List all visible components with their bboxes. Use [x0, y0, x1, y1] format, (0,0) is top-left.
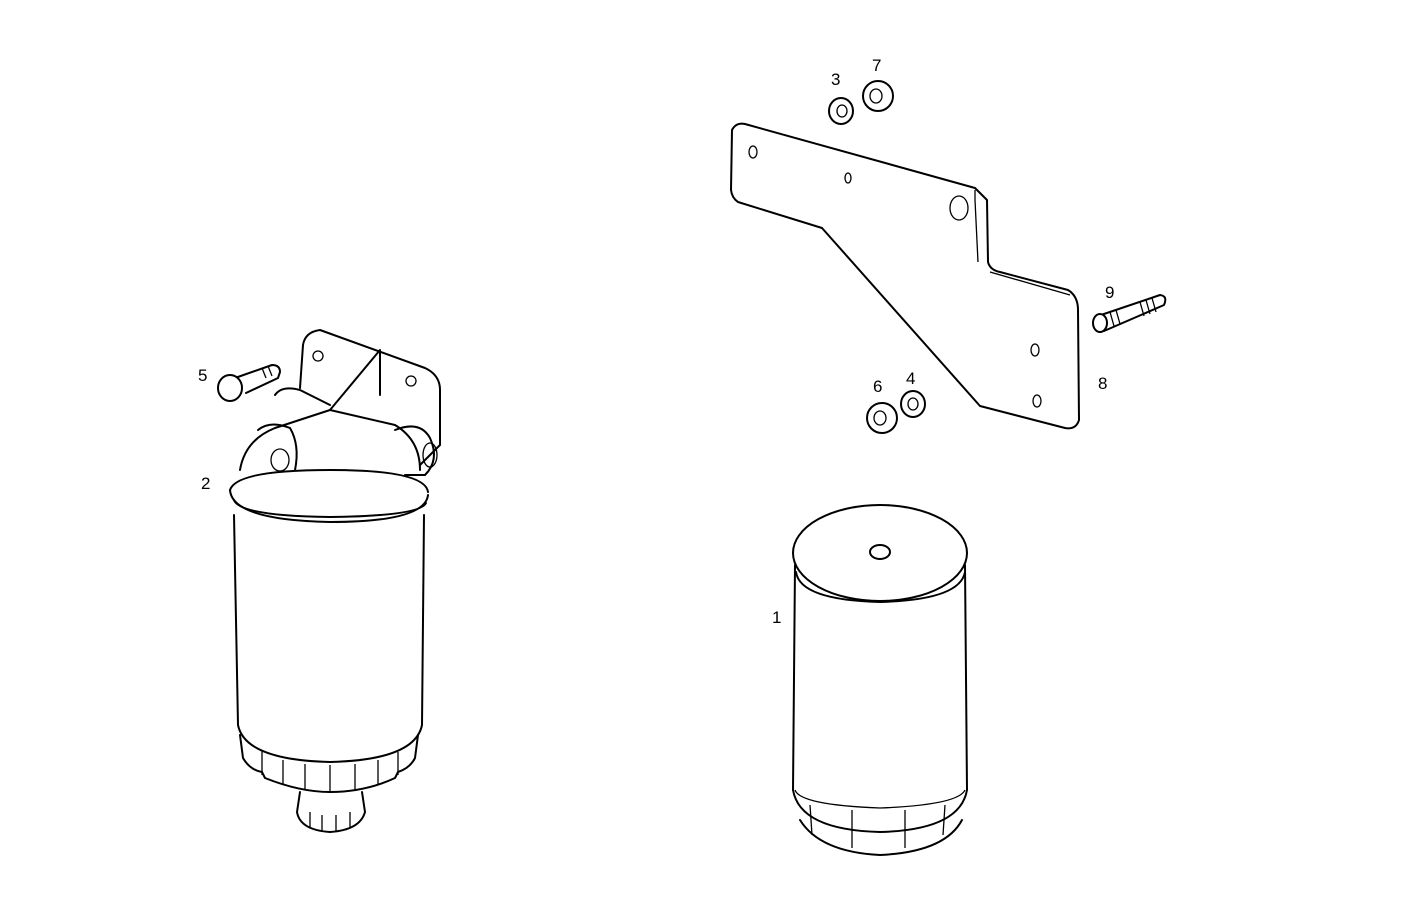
callout-6: 6 [873, 377, 883, 396]
callout-3: 3 [831, 70, 841, 89]
filter-assembly-drawing [217, 329, 441, 833]
callout-2: 2 [201, 474, 211, 493]
bracket-drawing [730, 122, 1080, 430]
callout-8: 8 [1098, 374, 1108, 393]
callout-4: 4 [906, 369, 916, 388]
callout-5: 5 [198, 366, 208, 385]
callout-9: 9 [1105, 283, 1115, 302]
callout-7: 7 [872, 56, 882, 75]
fasteners-drawing [828, 80, 1167, 434]
cartridge-drawing [792, 504, 968, 856]
callout-1: 1 [772, 608, 782, 627]
